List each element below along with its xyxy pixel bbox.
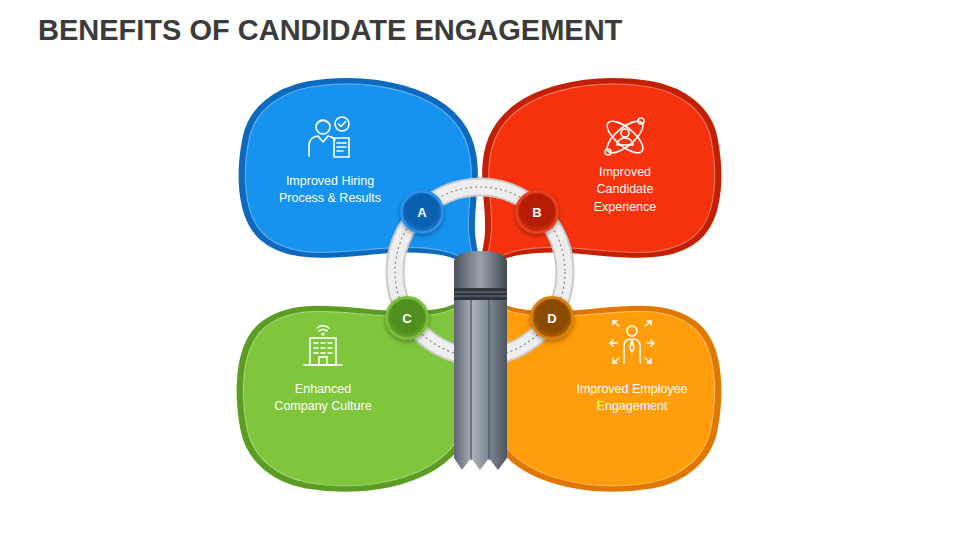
petal-icon (610, 321, 654, 363)
petal-fill (482, 84, 714, 269)
badge-letter: C (402, 311, 411, 326)
benefit-petal: Enhanced Company Culture (235, 290, 480, 492)
letter-badge: D (530, 296, 574, 340)
petal-fill (245, 84, 477, 269)
petal-outline (239, 290, 480, 489)
benefit-label: Improved Candidate Experience (569, 164, 681, 216)
petal-fill (482, 294, 714, 486)
benefit-label: Improved Employee Engagement (576, 381, 688, 416)
badge-letter: B (532, 205, 541, 220)
stem-band (454, 288, 507, 300)
petal-fill (243, 294, 475, 486)
benefit-label: Enhanced Company Culture (267, 381, 379, 416)
stem (454, 262, 507, 470)
badge-letter: A (417, 205, 426, 220)
petal-outline (241, 81, 482, 273)
petal-icon (602, 116, 647, 158)
petal-shape (235, 290, 480, 492)
badge-letter: D (547, 311, 556, 326)
letter-badge: C (385, 296, 429, 340)
petal-icon (304, 326, 342, 366)
petal-outline (478, 290, 719, 489)
stem-band-lines (454, 292, 507, 296)
letter-badge: B (515, 190, 559, 234)
benefit-petal: Improved Employee Engagement (478, 290, 723, 492)
title: BENEFITS OF CANDIDATE ENGAGEMENT (38, 14, 622, 47)
petal-outline (478, 81, 719, 273)
benefit-label: Improved Hiring Process & Results (274, 173, 386, 208)
benefit-petal: Improved Candidate Experience (478, 78, 723, 273)
letter-badge: A (400, 190, 444, 234)
benefit-petal: Improved Hiring Process & Results (237, 78, 482, 273)
petal-icon (309, 117, 349, 157)
stem-cap (454, 251, 507, 290)
